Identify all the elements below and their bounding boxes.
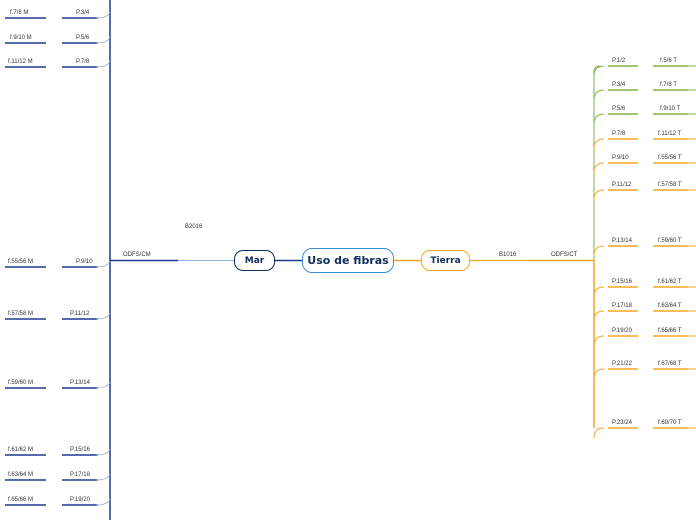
leaf-connector <box>95 36 111 44</box>
leaf-label-p[interactable]: P.5/6 <box>76 35 90 41</box>
leaf-label-p[interactable]: P.3/4 <box>612 82 626 88</box>
leaf-label-p[interactable]: P.19/20 <box>70 497 90 503</box>
leaf-connector <box>593 368 605 380</box>
leaf-connector <box>95 498 111 506</box>
leaf-label-p[interactable]: P.15/16 <box>70 447 90 453</box>
leaf-connector <box>95 60 111 68</box>
leaf-label-p[interactable]: P.5/6 <box>612 106 626 112</box>
leaf-label-f[interactable]: f.7/8 M <box>10 10 29 16</box>
leaf-label-f[interactable]: f.57/58 T <box>658 182 682 188</box>
leaf-label-f[interactable]: f.11/12 T <box>658 131 682 137</box>
leaf-connector <box>593 310 605 322</box>
leaf-label-f[interactable]: f.63/64 M <box>8 472 34 478</box>
leaf-connector <box>593 138 605 150</box>
leaf-connector <box>95 473 111 481</box>
leaf-label-p[interactable]: P.1/2 <box>612 58 626 64</box>
leaf-label-p[interactable]: P.13/14 <box>70 380 90 386</box>
topic-tierra[interactable]: Tierra <box>421 250 470 271</box>
leaf-connector <box>593 113 605 125</box>
leaf-label-f[interactable]: f.69/70 T <box>658 420 682 426</box>
leaf-label-p[interactable]: P.13/14 <box>612 238 632 244</box>
leaf-connector <box>593 286 605 298</box>
leaf-label-p[interactable]: P.7/8 <box>612 131 626 137</box>
central-topic[interactable]: Uso de fibras <box>302 248 394 273</box>
leaf-label-p[interactable]: P.3/4 <box>76 10 90 16</box>
leaf-label-f[interactable]: f.11/12 M <box>8 59 33 65</box>
label-odfs-ct[interactable]: ODFS/CT <box>551 252 578 258</box>
leaf-label-f[interactable]: f.61/62 T <box>658 279 682 285</box>
leaf-label-f[interactable]: f.63/64 T <box>658 303 682 309</box>
leaf-label-f[interactable]: f.9/10 M <box>10 35 32 41</box>
leaf-label-f[interactable]: f.5/6 T <box>660 58 677 64</box>
label-odfs-cm[interactable]: ODFS/CM <box>123 252 151 258</box>
leaf-label-p[interactable]: P.23/24 <box>612 420 632 426</box>
leaf-connector <box>593 335 605 347</box>
leaf-label-p[interactable]: P.19/20 <box>612 328 632 334</box>
leaf-label-p[interactable]: P.11/12 <box>612 182 632 188</box>
leaf-label-f[interactable]: f.55/56 T <box>658 155 682 161</box>
leaf-label-p[interactable]: P.21/22 <box>612 361 632 367</box>
leaf-label-f[interactable]: f.9/10 T <box>660 106 681 112</box>
leaf-connector <box>593 245 605 257</box>
leaf-label-f[interactable]: f.67/68 T <box>658 361 682 367</box>
leaf-label-p[interactable]: P.15/16 <box>612 279 632 285</box>
leaf-label-p[interactable]: P.9/10 <box>612 155 629 161</box>
leaf-label-f[interactable]: f.59/60 M <box>8 380 34 386</box>
leaf-connector <box>95 11 111 19</box>
leaf-label-f[interactable]: f.59/60 T <box>658 238 682 244</box>
leaf-label-p[interactable]: P.9/10 <box>76 259 93 265</box>
leaf-label-f[interactable]: f.7/8 T <box>660 82 677 88</box>
leaf-label-p[interactable]: P.11/12 <box>70 311 90 317</box>
leaf-label-f[interactable]: f.57/58 M <box>8 311 34 317</box>
leaf-connector <box>95 312 111 320</box>
topic-mar[interactable]: Mar <box>234 250 275 271</box>
leaf-label-f[interactable]: f.55/56 M <box>8 259 34 265</box>
leaf-connector <box>593 162 605 174</box>
spine-right-top <box>593 65 601 260</box>
leaf-connector <box>593 65 605 77</box>
leaf-label-f[interactable]: f.65/66 T <box>658 328 682 334</box>
leaf-label-f[interactable]: f.65/66 M <box>8 497 34 503</box>
leaf-connector <box>593 189 605 201</box>
leaf-label-p[interactable]: P.7/8 <box>76 59 90 65</box>
leaf-connector <box>593 427 605 439</box>
leaf-connector <box>95 381 111 389</box>
label-b2016[interactable]: B2016 <box>185 224 203 230</box>
label-b1016[interactable]: B1016 <box>499 252 517 258</box>
leaf-label-f[interactable]: f.61/62 M <box>8 447 34 453</box>
leaf-connector <box>593 89 605 101</box>
leaf-label-p[interactable]: P.17/18 <box>612 303 632 309</box>
leaf-label-p[interactable]: P.17/18 <box>70 472 90 478</box>
leaf-connector <box>95 260 111 268</box>
leaf-connector <box>95 448 111 456</box>
